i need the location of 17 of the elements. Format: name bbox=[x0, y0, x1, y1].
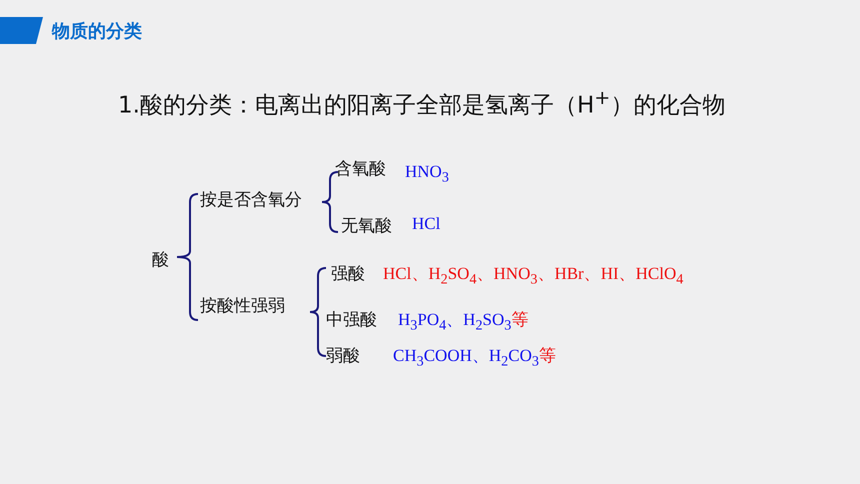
note-text: 等 bbox=[538, 346, 556, 366]
note-text: 等 bbox=[511, 310, 528, 330]
heading-text: 1.酸的分类：电离出的阳离子全部是氢离子（H$^{+}$）的化合物 bbox=[118, 86, 726, 120]
category-text: 中强酸 bbox=[326, 310, 377, 330]
category-text: 酸 bbox=[152, 250, 169, 270]
category-text: 按是否含氧分 bbox=[200, 190, 302, 210]
formula-text: H$_{3}$PO$_{4}$、H$_{2}$SO$_{3}$ bbox=[398, 310, 512, 334]
category-text: 弱酸 bbox=[326, 346, 360, 366]
category-text: 无氧酸 bbox=[341, 216, 392, 236]
formula-text: HCl bbox=[412, 214, 440, 234]
section-heading: 物质的分类 bbox=[52, 21, 142, 43]
formula-text: CH$_{3}$COOH、H$_{2}$CO$_{3}$ bbox=[393, 346, 539, 370]
category-text: 强酸 bbox=[331, 264, 365, 284]
formula-text: HCl、H$_{2}$SO$_{4}$、HNO$_{3}$、HBr、HI、HClO$_{4}$ bbox=[383, 264, 684, 288]
category-text: 按酸性强弱 bbox=[200, 296, 285, 316]
category-text: 含氧酸 bbox=[335, 159, 386, 180]
formula-text: HNO$_{3}$ bbox=[405, 162, 449, 186]
